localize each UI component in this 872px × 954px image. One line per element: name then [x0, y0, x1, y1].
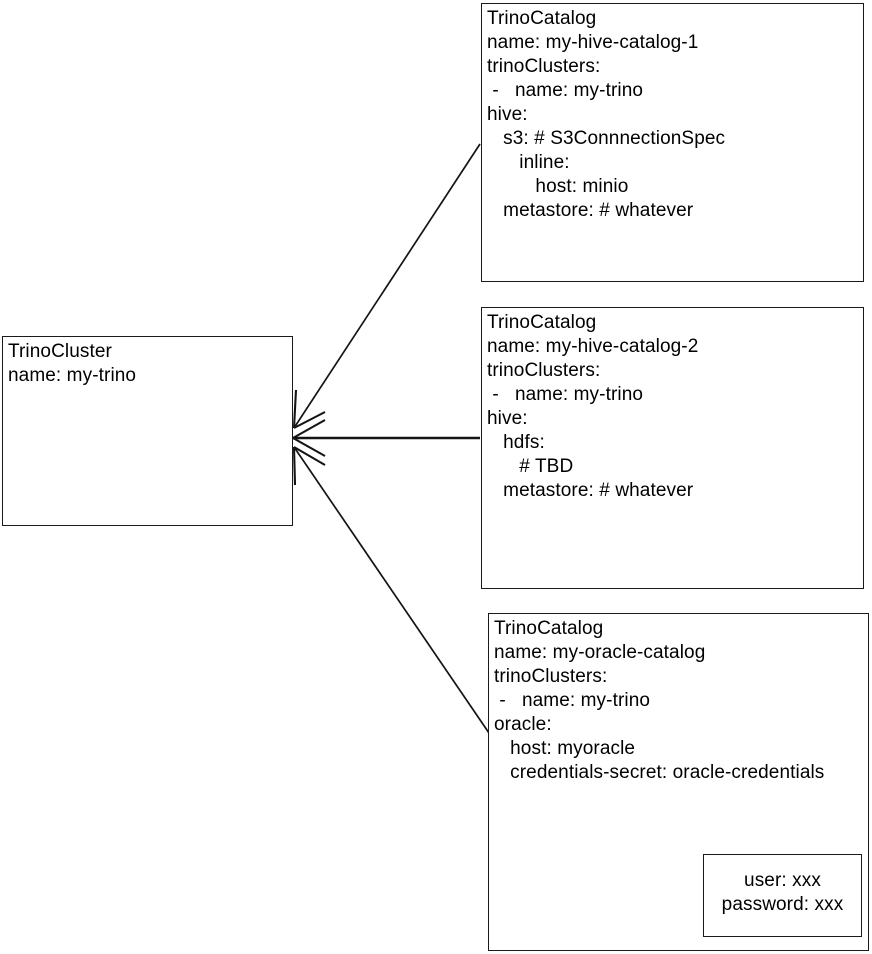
- arrow-oracle-catalog-to-cluster: [292, 446, 490, 734]
- node-credentials-secret-text: user: xxx password: xxx: [721, 870, 844, 915]
- node-catalog-my-hive-catalog-1-text: TrinoCatalog name: my-hive-catalog-1 tri…: [487, 8, 726, 221]
- node-catalog-my-hive-catalog-1[interactable]: TrinoCatalog name: my-hive-catalog-1 tri…: [481, 3, 864, 282]
- node-trino-cluster-text: TrinoCluster name: my-trino: [8, 341, 137, 386]
- arrow-hive-catalog-2-to-cluster: [292, 419, 480, 457]
- node-catalog-my-oracle-catalog[interactable]: TrinoCatalog name: my-oracle-catalog tri…: [488, 613, 869, 951]
- node-trino-cluster[interactable]: TrinoCluster name: my-trino: [2, 336, 293, 526]
- node-catalog-my-hive-catalog-2-text: TrinoCatalog name: my-hive-catalog-2 tri…: [487, 312, 699, 501]
- arrow-hive-catalog-1-to-cluster: [292, 143, 481, 429]
- node-catalog-my-oracle-catalog-text: TrinoCatalog name: my-oracle-catalog tri…: [494, 618, 825, 783]
- node-catalog-my-hive-catalog-2[interactable]: TrinoCatalog name: my-hive-catalog-2 tri…: [481, 307, 864, 589]
- node-credentials-secret[interactable]: user: xxx password: xxx: [703, 854, 862, 937]
